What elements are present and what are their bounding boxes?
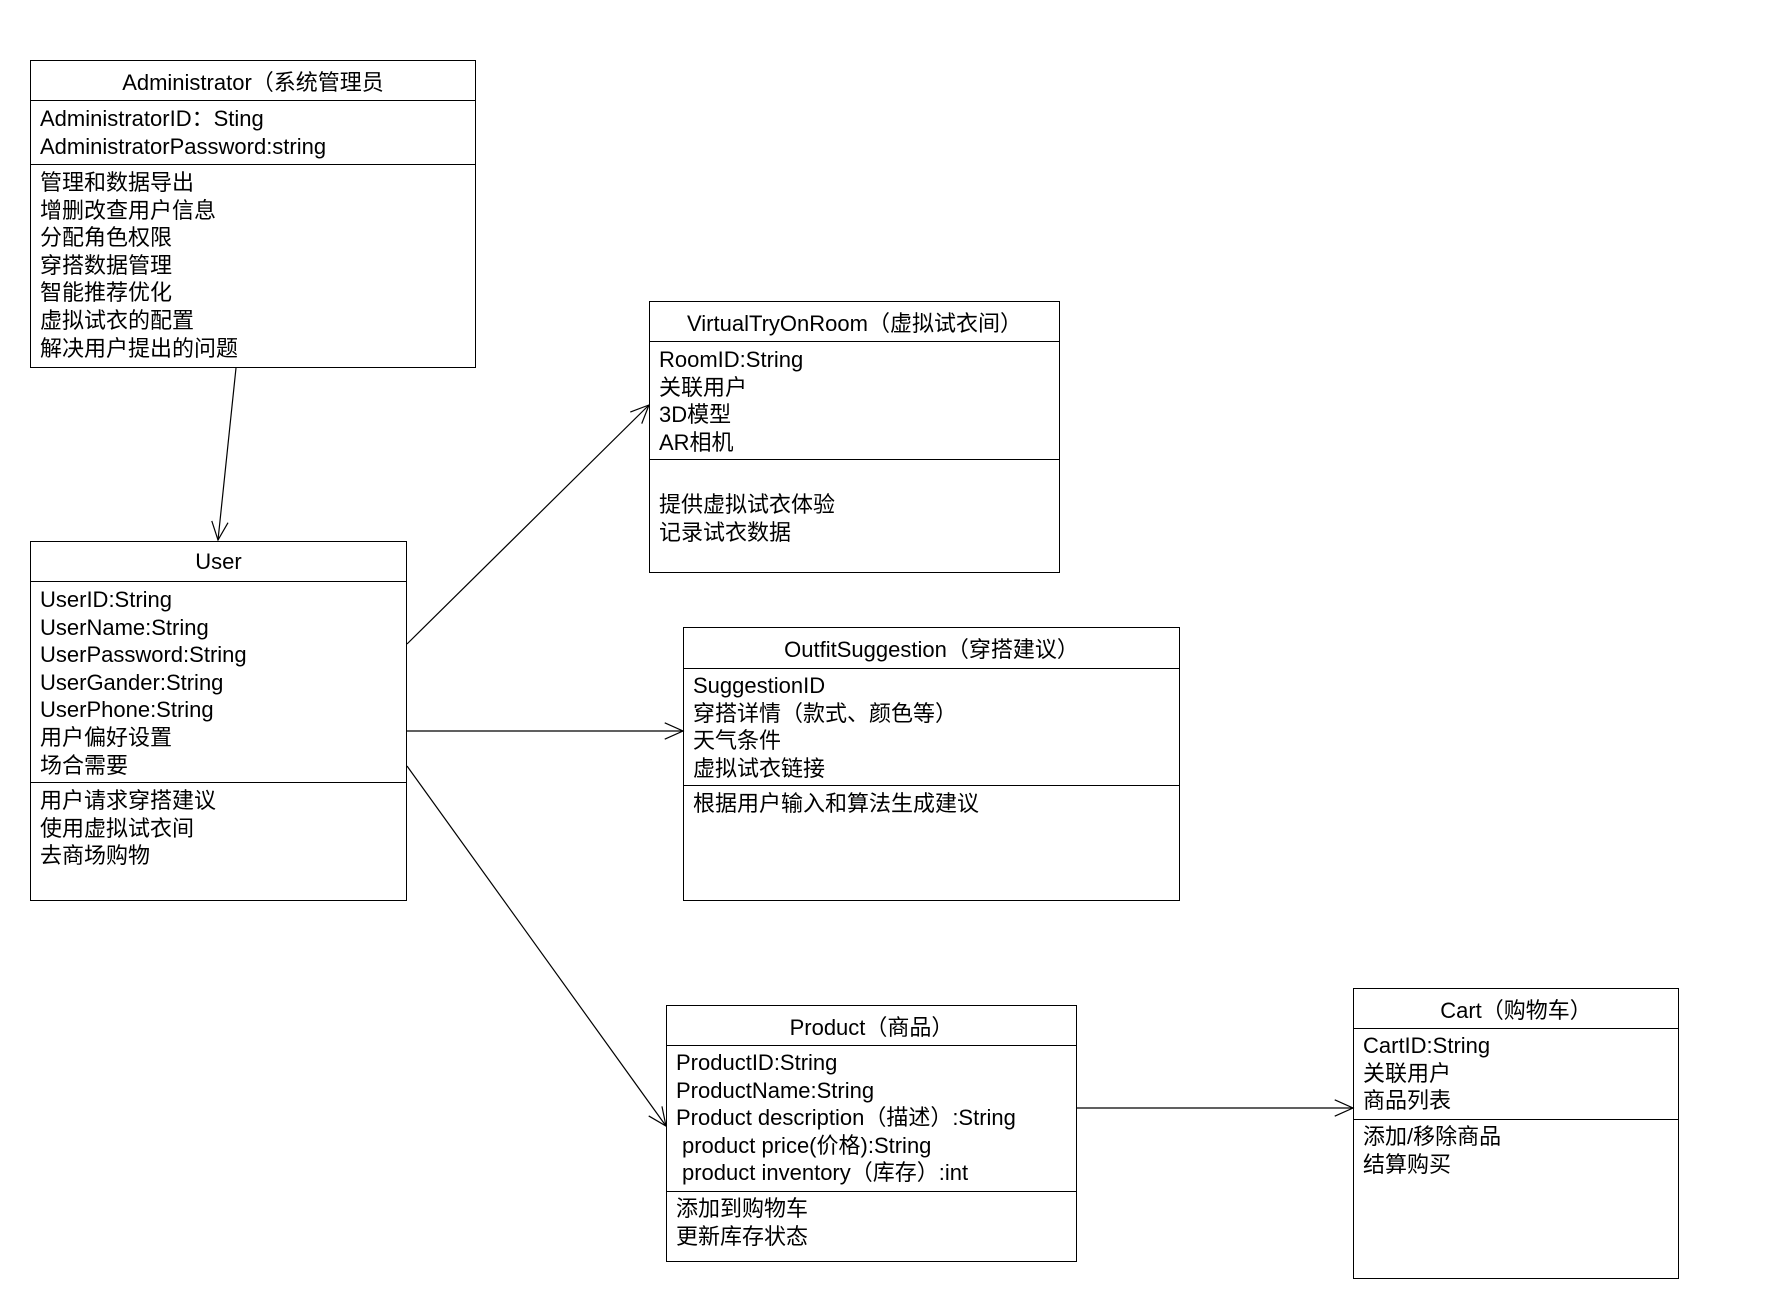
attribute: 虚拟试衣链接 (693, 755, 826, 781)
attribute: AdministratorPassword:string (40, 133, 327, 159)
operation: 添加到购物车 (676, 1196, 809, 1221)
class-cart-title: Cart（购物车） (1354, 989, 1678, 1029)
class-administrator: Administrator（系统管理员 AdministratorID：Stin… (30, 60, 476, 368)
attribute: ProductName:String (676, 1077, 875, 1103)
operation: 结算购买 (1363, 1151, 1452, 1177)
attribute: AdministratorID：Sting (40, 106, 264, 131)
operation: 智能推荐优化 (40, 280, 173, 306)
class-outfit-suggestion-attributes: SuggestionID 穿搭详情（款式、颜色等） 天气条件 虚拟试衣链接 (684, 669, 1179, 786)
class-user-attributes: UserID:String UserName:String UserPasswo… (31, 582, 406, 783)
arrow-product-to-cart (1077, 1099, 1355, 1117)
operation: 记录试衣数据 (659, 519, 792, 545)
class-product-attributes: ProductID:String ProductName:String Prod… (667, 1046, 1076, 1192)
attribute: 用户偏好设置 (40, 724, 173, 750)
attribute: AR相机 (659, 429, 734, 455)
class-outfit-suggestion-title: OutfitSuggestion（穿搭建议） (684, 628, 1179, 669)
arrow-product-to-cart-head (1334, 1099, 1355, 1117)
class-virtual-try-on-room-attributes: RoomID:String 关联用户 3D模型 AR相机 (650, 342, 1059, 460)
arrow-user-to-outfit-suggestion-head (664, 722, 685, 740)
attribute: 关联用户 (1363, 1060, 1452, 1086)
attribute: Product description（描述）:String (676, 1105, 1016, 1131)
operation: 用户请求穿搭建议 (40, 788, 217, 813)
class-virtual-try-on-room: VirtualTryOnRoom（虚拟试衣间） RoomID:String 关联… (649, 301, 1060, 573)
operation: 提供虚拟试衣体验 (659, 492, 836, 517)
class-administrator-title: Administrator（系统管理员 (31, 61, 475, 101)
arrow-administrator-to-user (211, 367, 237, 542)
operation: 管理和数据导出 (40, 170, 195, 195)
attribute: UserName:String (40, 614, 209, 640)
class-user-operations: 用户请求穿搭建议 使用虚拟试衣间 去商场购物 (31, 783, 406, 870)
attribute: 场合需要 (40, 752, 129, 778)
class-cart-operations: 添加/移除商品 结算购买 (1354, 1120, 1678, 1178)
class-virtual-try-on-room-title: VirtualTryOnRoom（虚拟试衣间） (650, 302, 1059, 342)
operation: 去商场购物 (40, 843, 151, 869)
attribute: RoomID:String (659, 347, 804, 372)
arrow-administrator-to-user-line (217, 367, 237, 541)
class-outfit-suggestion-operations: 根据用户输入和算法生成建议 (684, 786, 1179, 818)
class-product-title: Product（商品） (667, 1006, 1076, 1046)
operation: 增删改查用户信息 (40, 197, 217, 223)
class-user-title: User (31, 542, 406, 582)
class-administrator-attributes: AdministratorID：Sting AdministratorPassw… (31, 101, 475, 165)
class-cart: Cart（购物车） CartID:String 关联用户 商品列表 添加/移除商… (1353, 988, 1679, 1279)
arrow-user-to-virtual-try-on-room (406, 403, 651, 645)
attribute: product price(价格):String (682, 1132, 932, 1158)
operation: 更新库存状态 (676, 1223, 809, 1249)
attribute: ProductID:String (676, 1050, 838, 1075)
attribute: 商品列表 (1363, 1088, 1452, 1114)
attribute: product inventory（库存）:int (682, 1160, 969, 1186)
attribute: UserGander:String (40, 669, 224, 695)
operation: 虚拟试衣的配置 (40, 307, 195, 333)
attribute: UserPhone:String (40, 697, 214, 723)
arrow-user-to-product-line (406, 765, 667, 1127)
operation: 添加/移除商品 (1363, 1124, 1502, 1149)
operation: 解决用户提出的问题 (40, 335, 239, 361)
class-administrator-operations: 管理和数据导出 增删改查用户信息 分配角色权限 穿搭数据管理 智能推荐优化 虚拟… (31, 165, 475, 362)
arrow-user-to-outfit-suggestion (407, 722, 685, 740)
class-product-operations: 添加到购物车 更新库存状态 (667, 1192, 1076, 1250)
class-user: User UserID:String UserName:String UserP… (30, 541, 407, 901)
attribute: 穿搭详情（款式、颜色等） (693, 700, 958, 726)
class-product: Product（商品） ProductID:String ProductName… (666, 1005, 1077, 1262)
class-cart-attributes: CartID:String 关联用户 商品列表 (1354, 1029, 1678, 1120)
attribute: UserPassword:String (40, 642, 247, 668)
attribute: SuggestionID (693, 673, 826, 698)
attribute: 天气条件 (693, 728, 782, 754)
arrow-user-to-product (406, 765, 667, 1128)
arrow-user-to-virtual-try-on-room-head (630, 403, 651, 424)
attribute: UserID:String (40, 587, 173, 612)
operation: 分配角色权限 (40, 225, 173, 251)
attribute: 关联用户 (659, 374, 748, 400)
arrow-user-to-virtual-try-on-room-line (406, 404, 650, 645)
attribute: 3D模型 (659, 402, 732, 428)
operation: 穿搭数据管理 (40, 252, 173, 278)
operation: 使用虚拟试衣间 (40, 815, 195, 841)
operation: 根据用户输入和算法生成建议 (693, 791, 980, 816)
class-outfit-suggestion: OutfitSuggestion（穿搭建议） SuggestionID 穿搭详情… (683, 627, 1180, 901)
arrow-administrator-to-user-head (211, 520, 229, 542)
arrow-user-to-product-head (648, 1106, 667, 1128)
class-virtual-try-on-room-operations: 提供虚拟试衣体验 记录试衣数据 (650, 460, 1059, 546)
attribute: CartID:String (1363, 1033, 1491, 1058)
